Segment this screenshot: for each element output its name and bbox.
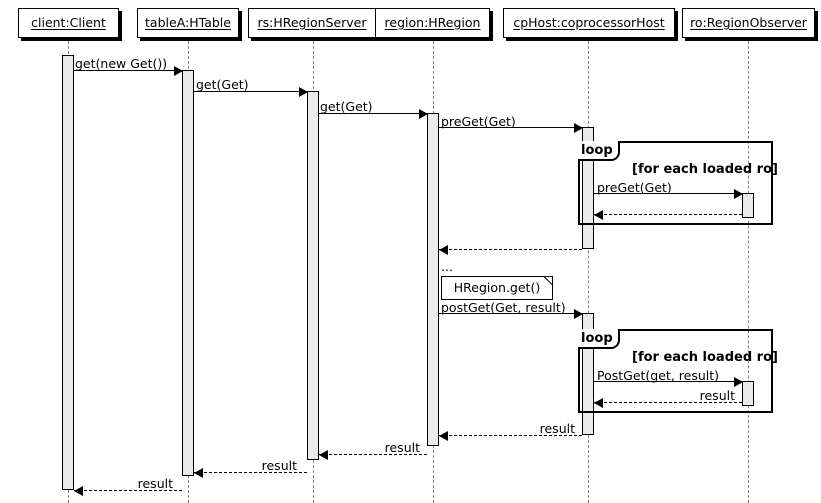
fragment-condition-loop1: [for each loaded ro] — [632, 162, 778, 177]
message-arrowhead-m3 — [419, 108, 428, 119]
message-arrowhead-m14 — [74, 485, 83, 496]
lifeline-cpHost — [588, 41, 589, 503]
participant-cpHost[interactable]: cpHost:coprocessorHost — [503, 8, 675, 38]
fragment-loop2 — [578, 329, 773, 413]
message-arrowhead-m9 — [734, 376, 743, 387]
message-arrowhead-m1 — [174, 65, 183, 76]
activation-bar-ro — [742, 381, 754, 406]
participant-label: rs:HRegionServer — [257, 14, 367, 30]
message-line-m5 — [594, 193, 742, 194]
activation-bar-client — [62, 55, 74, 490]
participant-label: ro:RegionObserver — [690, 14, 807, 30]
message-arrowhead-m7 — [439, 244, 448, 255]
message-label-m13: result — [261, 458, 297, 473]
message-line-m9 — [594, 381, 742, 382]
message-arrowhead-m13 — [194, 467, 203, 478]
message-arrowhead-m6 — [594, 209, 603, 220]
message-line-m10 — [594, 402, 742, 403]
message-label-m5: preGet(Get) — [597, 180, 672, 195]
message-label-m10: result — [699, 388, 735, 403]
message-line-m1 — [74, 70, 182, 71]
note-text: HRegion.get() — [453, 279, 541, 295]
message-line-m14 — [74, 490, 182, 491]
message-label-m9: PostGet(get, result) — [597, 368, 720, 383]
message-line-m7 — [439, 249, 582, 250]
message-label-m8: postGet(Get, result) — [441, 300, 566, 315]
lifeline-ro — [748, 41, 749, 503]
message-line-m6 — [594, 214, 742, 215]
activation-bar-rs — [307, 91, 319, 460]
message-arrowhead-m2 — [299, 86, 308, 97]
fragment-keyword-loop2: loop — [578, 329, 620, 349]
message-line-m4 — [439, 127, 582, 128]
participant-tableA[interactable]: tableA:HTable — [137, 8, 239, 38]
participant-ro[interactable]: ro:RegionObserver — [682, 8, 815, 38]
activation-bar-ro — [742, 193, 754, 218]
message-arrowhead-m8 — [574, 308, 583, 319]
participant-label: cpHost:coprocessorHost — [513, 14, 665, 30]
participant-label: tableA:HTable — [145, 14, 231, 30]
message-line-m2 — [194, 91, 307, 92]
activation-bar-region — [427, 113, 439, 446]
message-line-m11 — [439, 435, 582, 436]
fragment-loop1 — [578, 141, 773, 225]
participant-label: region:HRegion — [384, 14, 481, 30]
message-label-m2: get(Get) — [196, 77, 249, 92]
message-arrowhead-m12 — [319, 449, 328, 460]
fragment-condition-loop2: [for each loaded ro] — [632, 350, 778, 365]
participant-label: client:Client — [31, 14, 106, 30]
message-line-m8 — [439, 313, 582, 314]
message-line-m12 — [319, 454, 427, 455]
participant-region[interactable]: region:HRegion — [375, 8, 490, 38]
message-arrowhead-m11 — [439, 430, 448, 441]
message-arrowhead-m5 — [734, 188, 743, 199]
message-label-m11: result — [539, 421, 575, 436]
message-label-m4: preGet(Get) — [441, 114, 516, 129]
message-label-m3: get(Get) — [320, 99, 373, 114]
message-label-m1: get(new Get()) — [75, 56, 168, 71]
message-line-m13 — [194, 472, 307, 473]
activation-bar-tableA — [182, 70, 194, 476]
participant-rs[interactable]: rs:HRegionServer — [248, 8, 376, 38]
message-line-m3 — [319, 113, 427, 114]
note-fold-corner — [544, 276, 553, 285]
message-arrowhead-m4 — [574, 122, 583, 133]
annotation-ellipsis: ... — [441, 259, 453, 274]
note-note1: HRegion.get() — [441, 276, 553, 300]
message-arrowhead-m10 — [594, 397, 603, 408]
participant-client[interactable]: client:Client — [18, 8, 119, 38]
fragment-keyword-loop1: loop — [578, 141, 620, 161]
message-label-m12: result — [384, 440, 420, 455]
message-label-m14: result — [137, 476, 173, 491]
